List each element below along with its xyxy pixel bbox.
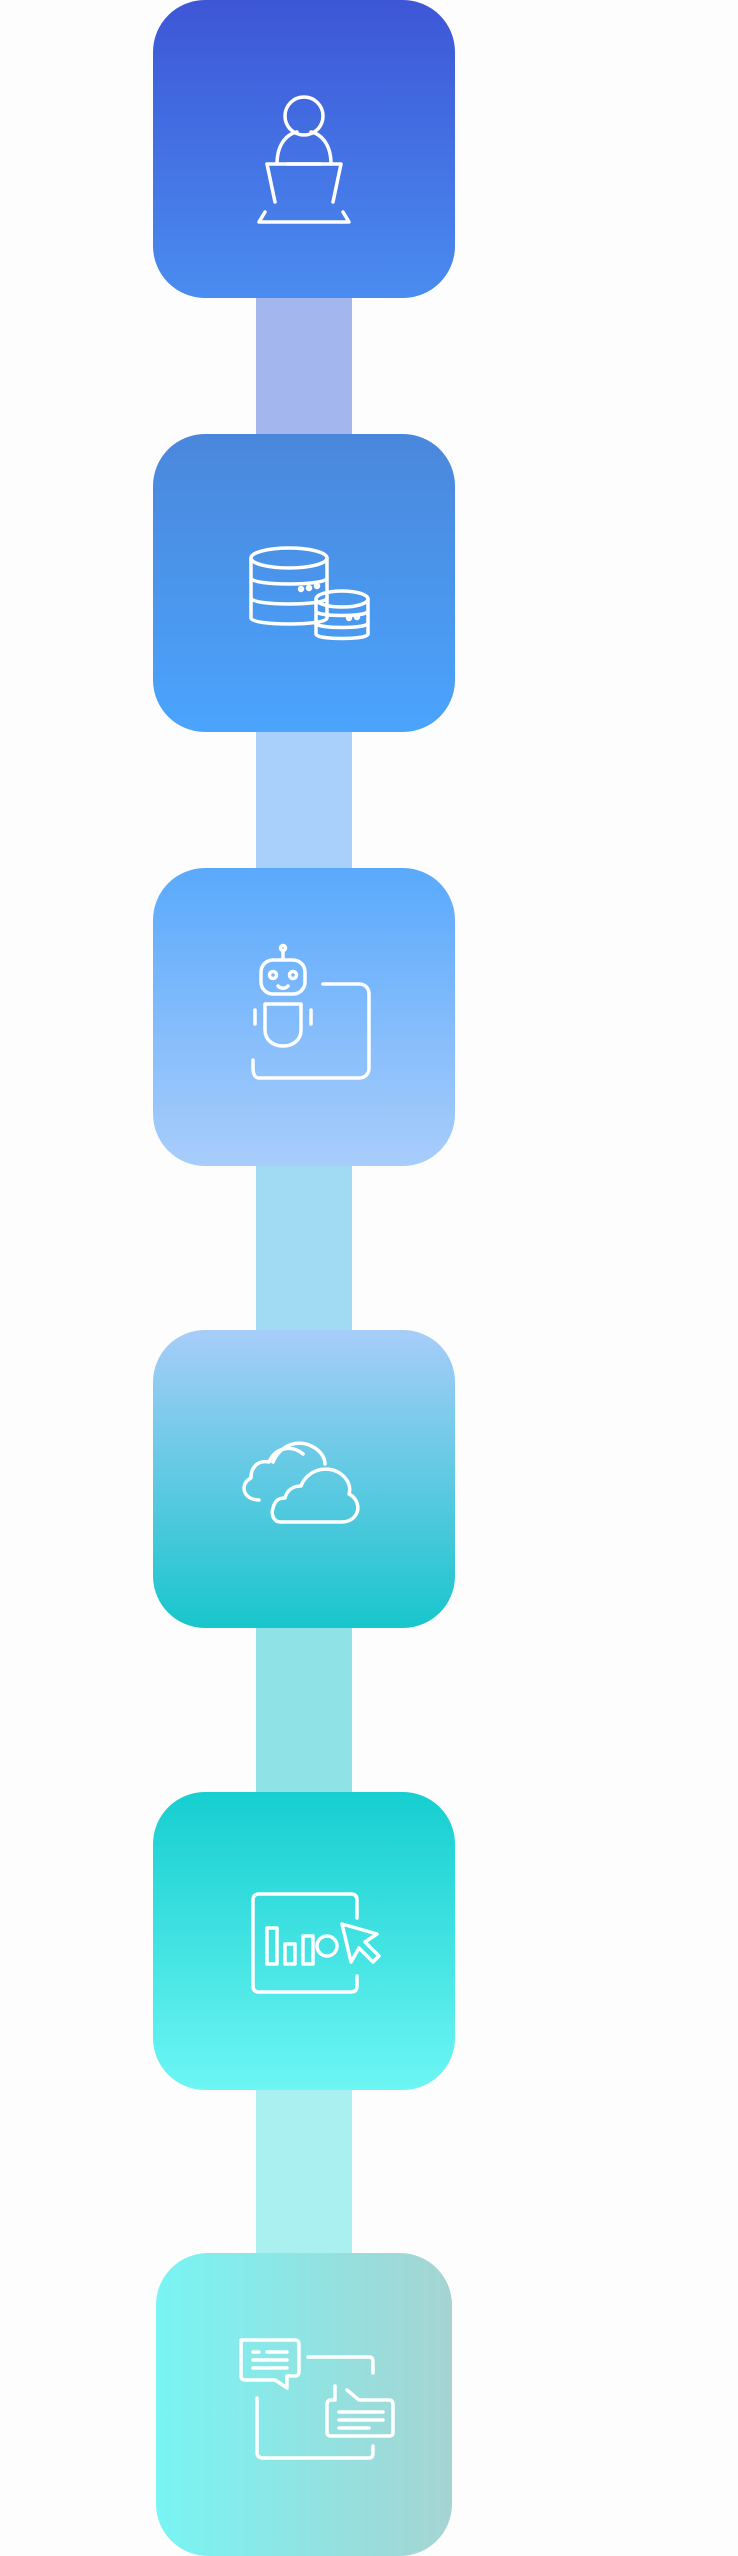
database-icon [249, 546, 370, 641]
step-tile-1 [153, 0, 455, 298]
step-tile-4 [153, 1330, 455, 1628]
connector-1 [256, 295, 352, 435]
robot-icon [251, 943, 371, 1080]
step-tile-5 [153, 1792, 455, 2090]
connector-3 [256, 1163, 352, 1333]
person-laptop-icon [257, 95, 351, 224]
cloud-icon [242, 1441, 360, 1524]
step-tile-6 [156, 2253, 452, 2556]
chat-messages-icon [239, 2337, 395, 2460]
step-tile-3 [153, 868, 455, 1166]
connector-2 [256, 729, 352, 869]
connector-5 [256, 2087, 352, 2257]
dashboard-cursor-icon [251, 1892, 381, 1994]
connector-4 [256, 1625, 352, 1795]
step-tile-2 [153, 434, 455, 732]
